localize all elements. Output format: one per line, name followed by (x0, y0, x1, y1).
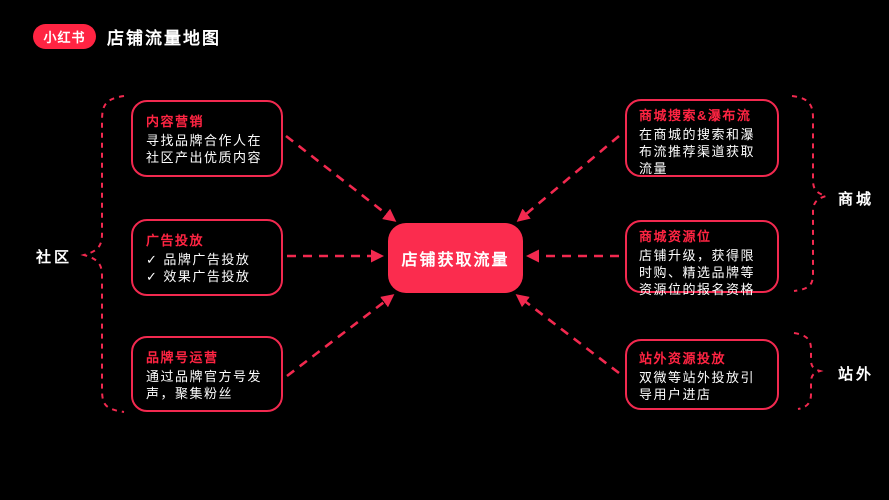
node-title: 内容营销 (146, 114, 205, 129)
xiaohongshu-logo: 小红书 (33, 24, 96, 49)
node-title: 广告投放 (146, 233, 205, 248)
node-title: 商城搜索&瀑布流 (639, 108, 752, 123)
node-ad-placement: 广告投放 ✓ 品牌广告投放 ✓ 效果广告投放 (131, 219, 283, 296)
node-title: 站外资源投放 (639, 351, 727, 366)
page-title: 店铺流量地图 (107, 29, 221, 48)
node-mall-search: 商城搜索&瀑布流 在商城的搜索和瀑 布流推荐渠道获取 流量 (625, 99, 779, 177)
check-icon: ✓ (146, 269, 159, 284)
node-title: 品牌号运营 (146, 350, 219, 365)
arrow-content-marketing-to-center (285, 134, 397, 222)
group-label-offsite: 站外 (838, 366, 875, 383)
node-body: 寻找品牌合作人在 社区产出优质内容 (146, 133, 263, 165)
brace-mall (791, 95, 830, 292)
node-content-marketing: 内容营销 寻找品牌合作人在 社区产出优质内容 (131, 100, 283, 177)
check-item: ✓ 品牌广告投放 (146, 251, 268, 268)
group-label-community: 社区 (36, 249, 73, 266)
node-body: 店铺升级，获得限 时购、精选品牌等 资源位的报名资格 (639, 248, 756, 297)
node-mall-resource: 商城资源位 店铺升级，获得限 时购、精选品牌等 资源位的报名资格 (625, 220, 779, 297)
center-node-label: 店铺获取流量 (401, 252, 510, 269)
node-body: 双微等站外投放引 导用户进店 (639, 370, 756, 402)
arrow-brand-account-to-center (286, 294, 395, 378)
node-brand-account: 品牌号运营 通过品牌官方号发 声，聚集粉丝 (131, 336, 283, 412)
check-item-label: 效果广告投放 (163, 269, 251, 284)
center-node-store-traffic: 店铺获取流量 (388, 223, 523, 293)
header: 小红书 店铺流量地图 (33, 24, 221, 49)
check-icon: ✓ (146, 252, 159, 267)
arrow-offsite-to-center (515, 294, 620, 375)
node-body: 通过品牌官方号发 声，聚集粉丝 (146, 369, 263, 401)
node-title: 商城资源位 (639, 229, 712, 244)
check-item-label: 品牌广告投放 (163, 252, 251, 267)
brace-community (80, 95, 125, 413)
brace-offsite (793, 332, 824, 410)
group-label-mall: 商城 (838, 191, 875, 208)
arrow-mall-search-to-center (516, 135, 620, 222)
node-body: 在商城的搜索和瀑 布流推荐渠道获取 流量 (639, 127, 756, 176)
node-offsite-resource: 站外资源投放 双微等站外投放引 导用户进店 (625, 339, 779, 410)
check-item: ✓ 效果广告投放 (146, 268, 268, 285)
